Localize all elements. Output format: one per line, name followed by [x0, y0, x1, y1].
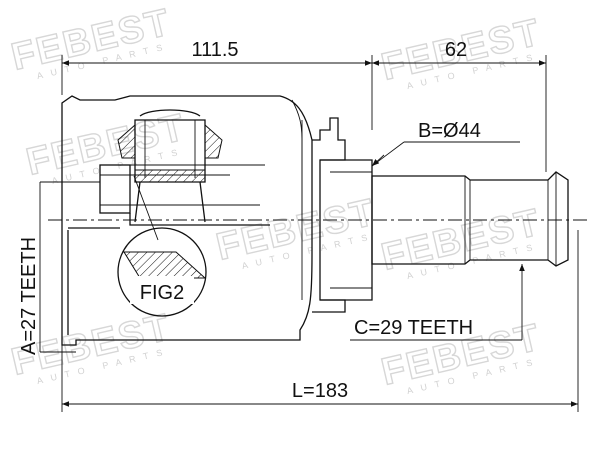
fig2-detail: FIG2: [117, 175, 207, 317]
total-length-label: L=183: [292, 380, 348, 402]
body-length-label: 111.5: [191, 39, 238, 61]
dim-shaft-length: 62: [372, 39, 547, 172]
dim-total-length: L=183: [61, 230, 579, 412]
watermark-layer: FEBEST AUTO PARTS FEBEST AUTO PARTS FEBE…: [7, 1, 546, 396]
dim-inner-teeth: C=29 TEETH: [350, 264, 525, 341]
shaft-length-label: 62: [445, 39, 467, 61]
watermark-top-left: FEBEST AUTO PARTS: [7, 1, 176, 81]
diameter-label: B=Ø44: [418, 120, 481, 142]
ball-cage: [117, 109, 223, 223]
housing: [61, 95, 313, 346]
outer-teeth-label: A=27 TEETH: [18, 237, 40, 355]
dim-outer-teeth: A=27 TEETH: [18, 181, 100, 355]
dim-diameter: B=Ø44: [371, 120, 520, 167]
inner-teeth-label: C=29 TEETH: [354, 317, 473, 339]
watermark-mid-right: FEBEST AUTO PARTS: [377, 201, 546, 281]
watermark-mid-center: FEBEST AUTO PARTS: [212, 191, 381, 271]
dim-body-length: 111.5: [61, 39, 373, 130]
fig2-label: FIG2: [140, 282, 184, 304]
inner-race: [99, 164, 270, 226]
